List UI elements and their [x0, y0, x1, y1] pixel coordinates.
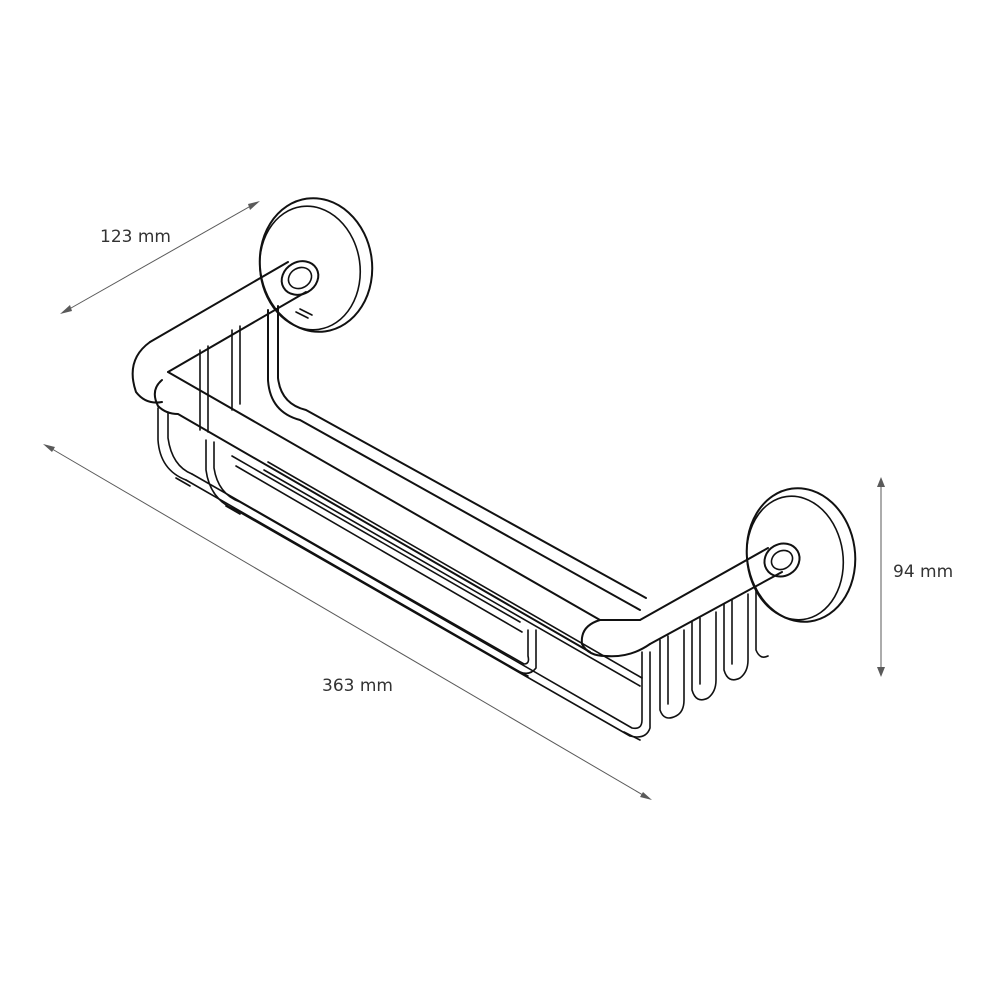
- right-wall-flange: [745, 487, 857, 623]
- front-top-rail: [153, 371, 651, 658]
- height-label: 94 mm: [893, 562, 953, 582]
- right-side-wires: [659, 587, 769, 719]
- left-wall-flange: [258, 197, 374, 333]
- left-side-wires: [157, 325, 241, 481]
- depth-label: 123 mm: [100, 227, 171, 247]
- height-dimension: 94 mm: [877, 477, 953, 677]
- right-side-rail: [639, 547, 783, 645]
- width-dimension: 363 mm: [43, 444, 652, 800]
- depth-dimension: 123 mm: [60, 201, 260, 314]
- joint-sleeves: [175, 477, 641, 741]
- front-lower-wires: [185, 439, 651, 738]
- width-label: 363 mm: [322, 676, 393, 696]
- left-side-rail: [131, 261, 307, 404]
- back-rail: [267, 305, 647, 611]
- shelf-basket-drawing: [131, 197, 857, 741]
